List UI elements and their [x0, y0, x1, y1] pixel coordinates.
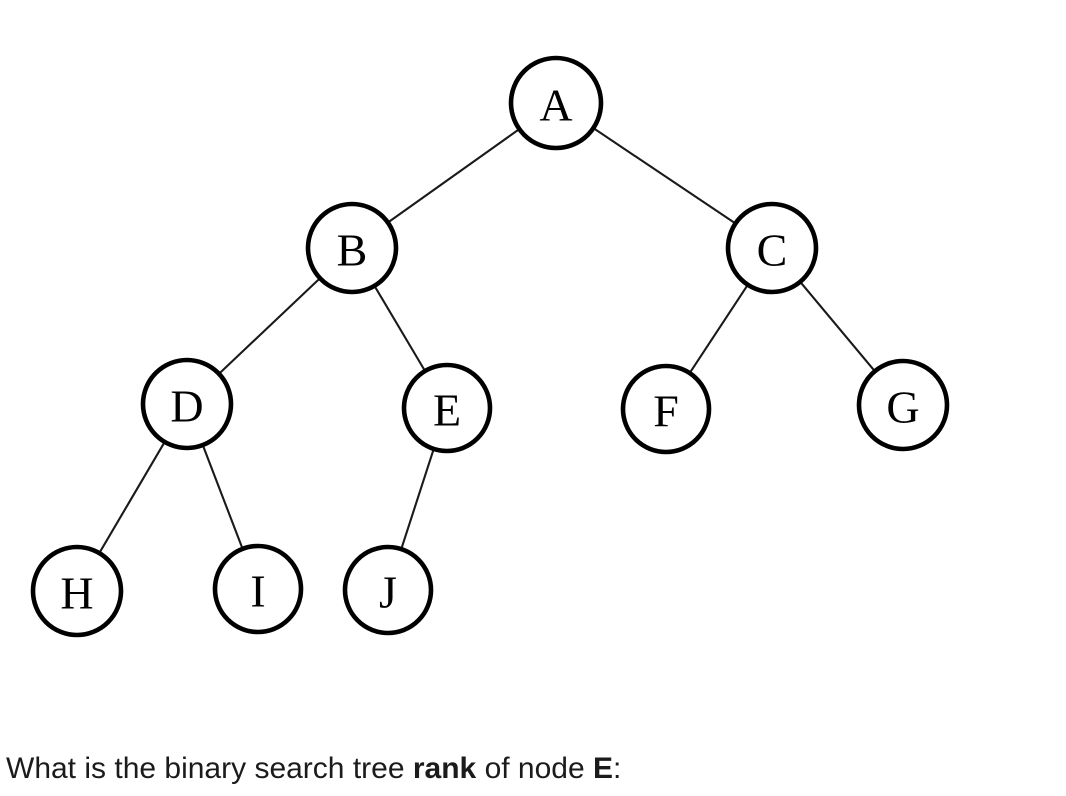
- node-circle-a: [508, 55, 604, 151]
- node-circle-h: [30, 544, 124, 638]
- node-label-b: B: [337, 225, 368, 276]
- node-label-f: F: [653, 386, 679, 437]
- node-label-h: H: [60, 568, 93, 619]
- tree-node-c[interactable]: C: [725, 201, 819, 295]
- tree-node-i[interactable]: I: [212, 543, 304, 635]
- tree-edge-c-g: [798, 279, 877, 374]
- node-circle-j: [342, 544, 434, 636]
- tree-edge-a-b: [385, 127, 522, 225]
- tree-edge-c-f: [688, 282, 750, 375]
- node-circle-d: [140, 357, 234, 451]
- node-label-d: D: [170, 381, 203, 432]
- question-segment: of node: [476, 752, 593, 785]
- tree-svg: A B C D E F G H I J: [30, 55, 950, 638]
- question-text: What is the binary search tree rank of n…: [6, 751, 1056, 787]
- question-segment: What is the binary search tree: [6, 752, 413, 785]
- tree-node-f[interactable]: F: [620, 363, 712, 455]
- question-emphasis: E: [593, 752, 614, 785]
- node-circle-e: [401, 362, 493, 454]
- tree-edge-b-e: [372, 283, 427, 373]
- tree-node-j[interactable]: J: [342, 544, 434, 636]
- tree-node-d[interactable]: D: [140, 357, 234, 451]
- tree-node-a[interactable]: A: [508, 55, 604, 151]
- tree-edge-e-j: [399, 446, 436, 552]
- node-circle-i: [212, 543, 304, 635]
- node-circle-f: [620, 363, 712, 455]
- node-label-i: I: [250, 566, 265, 617]
- tree-node-layer: A B C D E F G H I J: [30, 55, 950, 638]
- node-circle-g: [856, 358, 950, 452]
- node-label-g: G: [886, 382, 919, 433]
- node-label-a: A: [539, 80, 572, 131]
- node-label-j: J: [379, 567, 397, 618]
- tree-edge-layer: [97, 126, 877, 555]
- question-emphasis: rank: [412, 752, 477, 785]
- question-segment: :: [613, 752, 622, 785]
- tree-edge-a-c: [591, 126, 738, 226]
- tree-edge-d-i: [201, 443, 245, 551]
- binary-tree-figure: A B C D E F G H I J: [30, 55, 950, 638]
- tree-edge-b-d: [217, 276, 322, 376]
- tree-node-h[interactable]: H: [30, 544, 124, 638]
- tree-node-g[interactable]: G: [856, 358, 950, 452]
- tree-edge-d-h: [97, 440, 167, 555]
- tree-node-b[interactable]: B: [305, 201, 399, 295]
- node-circle-b: [305, 201, 399, 295]
- tree-node-e[interactable]: E: [401, 362, 493, 454]
- node-circle-c: [725, 201, 819, 295]
- node-label-e: E: [433, 385, 461, 436]
- node-label-c: C: [757, 225, 788, 276]
